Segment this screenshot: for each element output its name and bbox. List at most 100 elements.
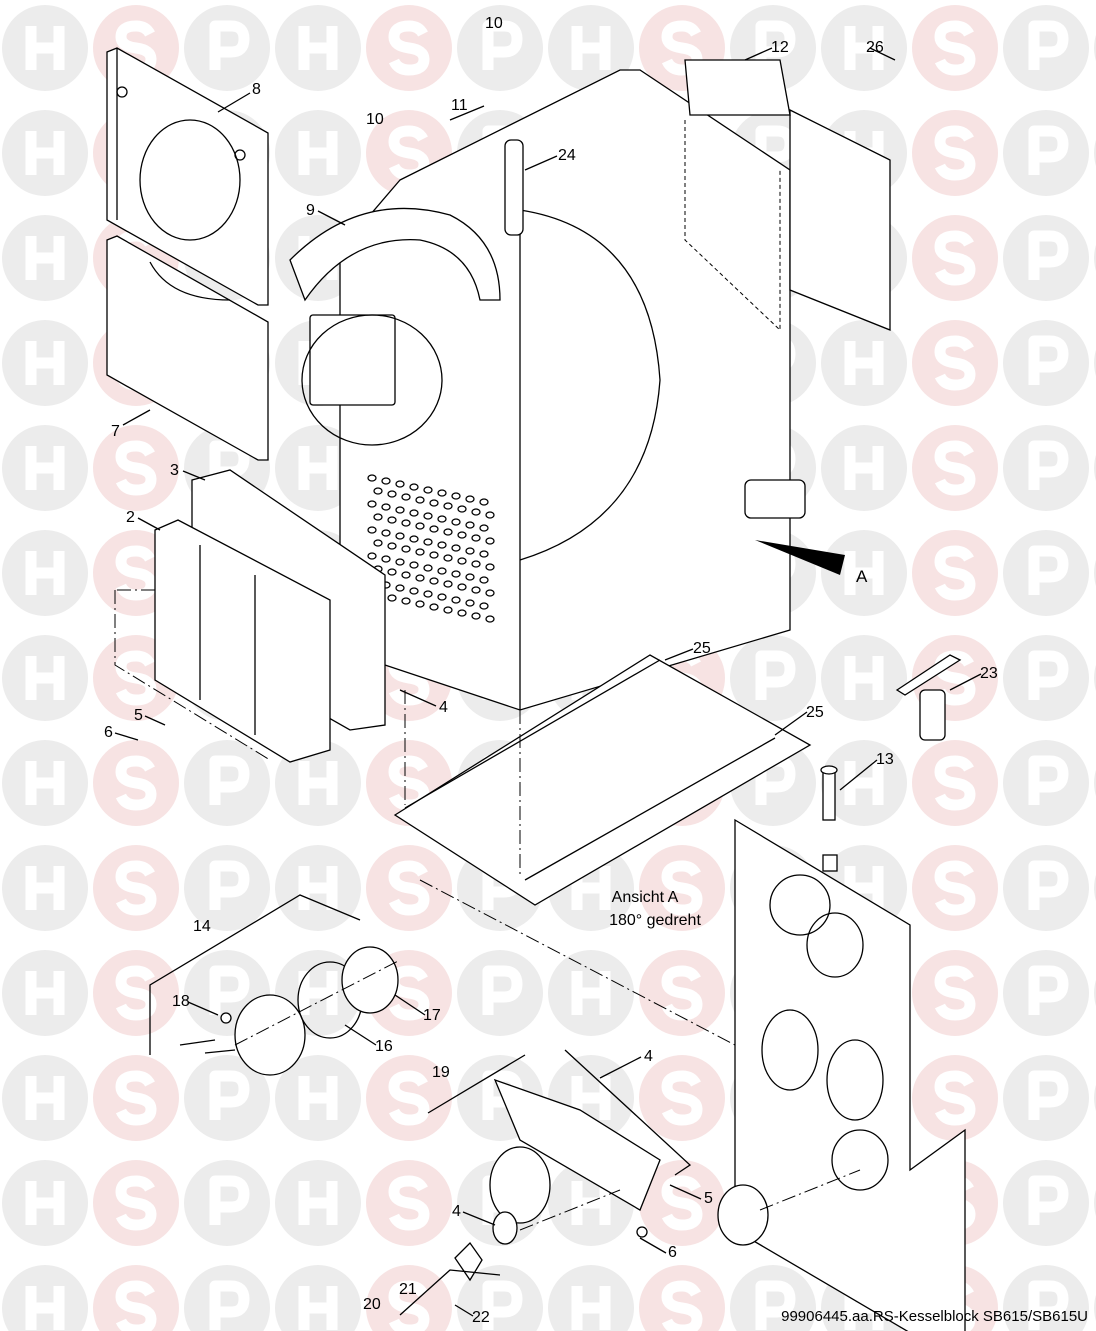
watermark-s-circle — [93, 740, 179, 826]
watermark-p-circle — [184, 1055, 270, 1141]
baffle-hole — [471, 560, 481, 568]
baffle-hole — [443, 580, 453, 588]
watermark-s-circle — [912, 110, 998, 196]
callout-5: 5 — [134, 707, 143, 724]
baffle-hole — [479, 498, 489, 506]
watermark-h-circle — [548, 5, 634, 91]
watermark-p-circle — [730, 1265, 816, 1331]
baffle-hole — [443, 554, 453, 562]
callout-4: 4 — [452, 1203, 461, 1220]
callout-17: 17 — [423, 1007, 441, 1024]
watermark-h-circle — [2, 635, 88, 721]
baffle-hole — [429, 551, 439, 559]
callout-23: 23 — [980, 665, 998, 682]
baffle-hole — [471, 508, 481, 516]
watermark-s-circle — [912, 425, 998, 511]
watermark-p-circle — [1003, 1160, 1089, 1246]
callout-22: 22 — [472, 1309, 490, 1326]
baffle-hole — [367, 500, 377, 508]
baffle-hole — [387, 516, 397, 524]
watermark-h-circle — [2, 845, 88, 931]
callout-14: 14 — [193, 918, 211, 935]
watermark-h-circle — [821, 530, 907, 616]
baffle-hole — [401, 571, 411, 579]
baffle-hole — [415, 548, 425, 556]
watermark-p-circle — [457, 1265, 543, 1331]
watermark-p-circle — [457, 950, 543, 1036]
view-a-panel — [734, 818, 966, 1331]
baffle-hole — [451, 596, 461, 604]
watermark-h-circle — [821, 425, 907, 511]
callout-11: 11 — [451, 97, 468, 114]
baffle-hole — [485, 563, 495, 571]
baffle-hole — [485, 615, 495, 623]
base-frame — [393, 654, 812, 906]
baffle-hole — [401, 545, 411, 553]
watermark-h-circle — [2, 1160, 88, 1246]
baffle-hole — [373, 539, 383, 547]
watermark-s-circle — [366, 845, 452, 931]
watermark-s-circle — [912, 215, 998, 301]
baffle-hole — [443, 502, 453, 510]
baffle-hole — [387, 490, 397, 498]
watermark-p-circle — [1003, 215, 1089, 301]
baffle-hole — [485, 537, 495, 545]
baffle-hole — [381, 503, 391, 511]
watermark-p-circle — [1003, 425, 1089, 511]
watermark-h-circle — [2, 950, 88, 1036]
key-23 — [895, 654, 962, 741]
callout-9: 9 — [306, 202, 315, 219]
baffle-hole — [471, 586, 481, 594]
callout-21: 21 — [399, 1281, 417, 1298]
watermark-h-circle — [275, 845, 361, 931]
watermark-p-circle — [1003, 320, 1089, 406]
baffle-hole — [429, 603, 439, 611]
watermark-s-circle — [93, 1055, 179, 1141]
baffle-hole — [437, 515, 447, 523]
baffle-hole — [415, 522, 425, 530]
baffle-hole — [387, 568, 397, 576]
watermark-h-circle — [275, 1055, 361, 1141]
baffle-hole — [471, 612, 481, 620]
baffle-hole — [373, 487, 383, 495]
watermark-p-circle — [1003, 845, 1089, 931]
baffle-hole — [381, 529, 391, 537]
watermark-p-circle — [1003, 1265, 1089, 1331]
watermark-s-circle — [912, 530, 998, 616]
baffle-hole — [401, 597, 411, 605]
baffle-hole — [451, 518, 461, 526]
watermark-h-circle — [2, 215, 88, 301]
baffle-hole — [465, 599, 475, 607]
drawing-caption: 99906445.aa.RS-Kesselblock SB615/SB615U — [781, 1308, 1088, 1325]
callout-10: 10 — [485, 15, 503, 32]
callout-24: 24 — [558, 147, 576, 164]
watermark-h-circle — [2, 110, 88, 196]
watermark-p-circle — [184, 740, 270, 826]
baffle-hole — [443, 528, 453, 536]
baffle-hole — [409, 587, 419, 595]
baffle-hole — [401, 519, 411, 527]
baffle-hole — [395, 506, 405, 514]
watermark-s-circle — [639, 1160, 725, 1246]
callout-25: 25 — [693, 640, 711, 657]
watermark-h-circle — [821, 740, 907, 826]
insulation-plate-7 — [106, 235, 269, 461]
watermark-s-circle — [912, 1055, 998, 1141]
callout-10: 10 — [366, 111, 384, 128]
watermark-s-circle — [366, 1055, 452, 1141]
baffle-hole — [415, 574, 425, 582]
baffle-hole — [395, 480, 405, 488]
inspection-cover-14 — [149, 879, 736, 1076]
baffle-hole — [395, 532, 405, 540]
baffle-hole — [465, 573, 475, 581]
callout-16: 16 — [375, 1038, 393, 1055]
baffle-hole — [429, 577, 439, 585]
watermark-h-circle — [2, 1055, 88, 1141]
baffle-hole — [479, 550, 489, 558]
baffle-hole — [395, 558, 405, 566]
watermark-h-circle — [275, 740, 361, 826]
watermark-h-circle — [2, 740, 88, 826]
baffle-hole — [457, 609, 467, 617]
baffle-hole — [437, 489, 447, 497]
